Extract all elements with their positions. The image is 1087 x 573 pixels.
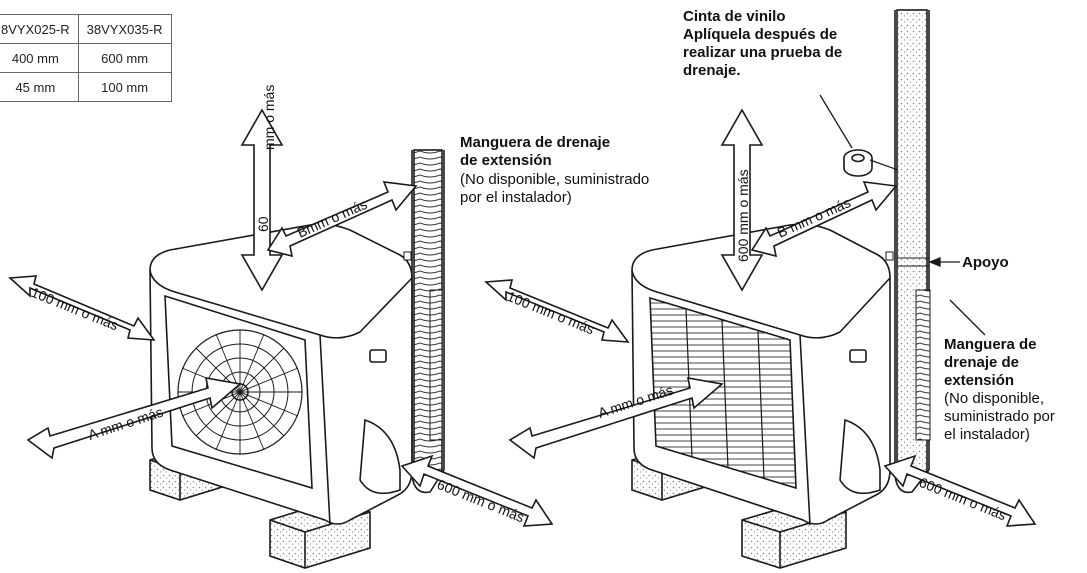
clearance-table: 8VYX025-R 38VYX035-R 400 mm 600 mm 45 mm… (0, 14, 172, 102)
left-hose-note: suministrado (564, 171, 650, 188)
table-row: 8VYX025-R 38VYX035-R (0, 14, 172, 44)
right-bottom-arrow-label: 600 mm o más (917, 474, 1009, 524)
right-hose-label-line: Manguera de (944, 336, 1037, 353)
fan-guard-left (164, 294, 313, 490)
right-hose-note: suministrado por (944, 408, 1055, 425)
right-hose-label-line: drenaje de (944, 354, 1020, 371)
left-drain-hose (403, 149, 445, 494)
vinyl-tape-label: Cinta de vinilo Aplíquela después de rea… (683, 8, 842, 80)
left-top-arrow-suffix: mm o más (261, 85, 277, 150)
left-hose-note: (No disponible, (460, 171, 561, 188)
left-left-arrow-label: 100 mm o más (29, 284, 121, 334)
right-drain-hose (885, 9, 931, 494)
table-cell: 8VYX025-R (0, 14, 79, 44)
left-side-arrow (266, 181, 418, 258)
left-bottom-arrow (400, 454, 554, 527)
vinyl-tape-label-line: Cinta de vinilo (683, 8, 786, 25)
right-hose-label-line: extensión (944, 372, 1015, 389)
left-clearance-arrows (8, 108, 554, 527)
support-label: Apoyo (962, 254, 1009, 271)
right-outdoor-unit (631, 9, 931, 569)
table-row: 45 mm 100 mm (0, 72, 172, 102)
left-left-arrow (8, 275, 156, 341)
right-hose-note: (No disponible, (944, 390, 1045, 407)
table-cell: 38VYX035-R (77, 14, 172, 44)
right-top-arrow-label: 600 mm o más (735, 169, 751, 262)
right-left-arrow-label: 100 mm o más (505, 288, 597, 338)
right-front-arrow (508, 377, 724, 460)
right-top-arrow (720, 108, 764, 292)
right-hose-label: Manguera de drenaje de extensión (No dis… (944, 336, 1055, 444)
right-bottom-arrow (883, 454, 1037, 527)
right-side-arrow (750, 181, 898, 258)
vinyl-tape-label-line: drenaje. (683, 62, 741, 79)
leader-lines (819, 94, 986, 336)
table-cell: 45 mm (0, 72, 79, 102)
left-top-arrow (240, 108, 284, 292)
vinyl-tape-roll (843, 149, 899, 177)
right-clearance-arrows (484, 108, 1037, 527)
left-hose-label-line: Manguera de drenaje (460, 134, 611, 151)
left-hose-note: por el instalador) (460, 189, 572, 206)
left-hose-label: Manguera de drenaje de extensión (No dis… (460, 134, 649, 207)
left-front-arrow (26, 377, 242, 460)
table-cell: 100 mm (77, 72, 172, 102)
right-left-arrow (484, 279, 630, 343)
vinyl-tape-label-line: realizar una prueba de (683, 44, 843, 61)
left-hose-label-line: de extensión (460, 152, 552, 169)
left-top-arrow-value: 60 (255, 216, 271, 232)
left-outdoor-unit (149, 149, 445, 569)
right-hose-note: el instalador) (944, 426, 1030, 443)
vinyl-tape-label-line: Aplíquela después de (683, 26, 838, 43)
